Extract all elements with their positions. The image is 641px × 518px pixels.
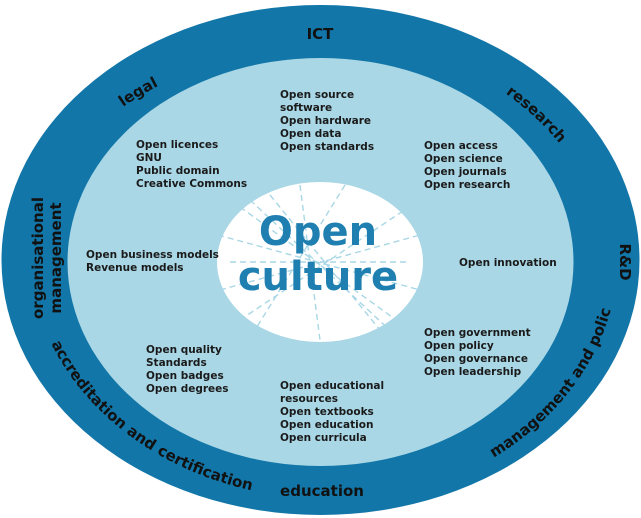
cluster-education-item: resources <box>280 393 338 405</box>
ring-label-ict: ICT <box>307 25 335 43</box>
cluster-research: Open access Open science Open journals O… <box>424 140 510 191</box>
ring-label-organisational: organisational management <box>29 197 65 319</box>
cluster-policy-item: Open leadership <box>424 366 522 378</box>
cluster-policy-item: Open policy <box>424 340 494 352</box>
cluster-legal-item: Open licences <box>136 139 218 151</box>
cluster-rnd: Open innovation <box>459 257 557 269</box>
cluster-ict: Open source software Open hardware Open … <box>280 89 375 153</box>
cluster-education-item: Open textbooks <box>280 406 374 418</box>
cluster-legal-item: GNU <box>136 152 162 164</box>
cluster-ict-item: software <box>280 102 332 114</box>
cluster-legal-item: Creative Commons <box>136 178 247 190</box>
cluster-organisational: Open business models Revenue models <box>86 249 223 274</box>
cluster-education-item: Open educational <box>280 380 384 392</box>
cluster-research-item: Open journals <box>424 166 507 178</box>
cluster-legal-item: Public domain <box>136 165 220 177</box>
cluster-accreditation: Open quality Standards Open badges Open … <box>146 344 229 395</box>
cluster-accreditation-item: Open degrees <box>146 383 229 395</box>
cluster-organisational-item: Open business models <box>86 249 219 261</box>
clusters: Open source software Open hardware Open … <box>86 89 557 444</box>
cluster-policy: Open government Open policy Open governa… <box>424 327 534 378</box>
cluster-organisational-item: Revenue models <box>86 262 184 274</box>
cluster-accreditation-item: Standards <box>146 357 207 369</box>
cluster-education: Open educational resources Open textbook… <box>280 380 388 444</box>
cluster-education-item: Open curricula <box>280 432 367 444</box>
cluster-education-item: Open education <box>280 419 373 431</box>
ring-label-education: education <box>280 482 364 500</box>
cluster-accreditation-item: Open badges <box>146 370 224 382</box>
center-title: Open culture <box>238 209 398 300</box>
cluster-accreditation-item: Open quality <box>146 344 222 356</box>
cluster-ict-item: Open data <box>280 128 341 140</box>
cluster-policy-item: Open government <box>424 327 531 339</box>
ring-label-org-line1: organisational <box>29 197 47 319</box>
center-title-line1: Open <box>259 209 377 255</box>
cluster-policy-item: Open governance <box>424 353 528 365</box>
ring-label-rnd: R&D <box>616 243 634 280</box>
cluster-ict-item: Open hardware <box>280 115 371 127</box>
ring-label-org-line2: management <box>47 202 65 313</box>
web-lines <box>217 184 421 341</box>
cluster-research-item: Open access <box>424 140 498 152</box>
cluster-research-item: Open science <box>424 153 503 165</box>
cluster-rnd-item: Open innovation <box>459 257 557 269</box>
cluster-ict-item: Open standards <box>280 141 374 153</box>
cluster-ict-item: Open source <box>280 89 354 101</box>
cluster-legal: Open licences GNU Public domain Creative… <box>136 139 247 190</box>
center-title-line2: culture <box>238 254 398 300</box>
cluster-research-item: Open research <box>424 179 510 191</box>
